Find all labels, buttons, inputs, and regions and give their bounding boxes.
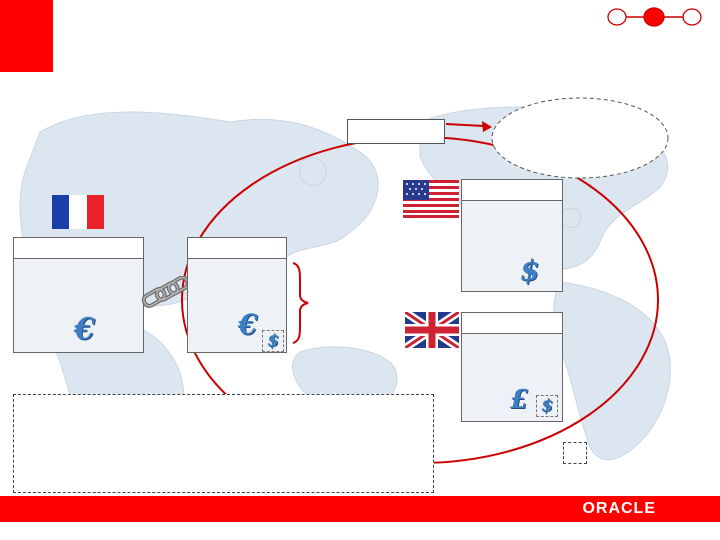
ledger-header [14, 238, 143, 259]
bracket-icon [292, 262, 309, 344]
usa-flag [403, 180, 459, 218]
ledger-uk: £ $ [461, 312, 563, 422]
ledger-usa: $ [461, 179, 563, 292]
dollar-icon: $ [262, 330, 284, 352]
ledger-linked: € $ [187, 237, 287, 353]
france-flag [52, 195, 104, 229]
ledger-france: € [13, 237, 144, 353]
pound-icon: £ [510, 385, 529, 415]
uk-flag [405, 312, 459, 348]
ledger-header [462, 313, 562, 334]
progress-dot-3[interactable] [682, 8, 702, 26]
brand-corner-block [0, 0, 53, 72]
flow-arrow-icon [445, 123, 485, 127]
dollar-icon: $ [520, 254, 540, 287]
progress-dot-2-active[interactable] [643, 7, 665, 27]
chain-link-icon [141, 276, 190, 308]
ledger-header [462, 180, 562, 201]
euro-icon: € [74, 312, 95, 347]
callout-ellipse [491, 97, 669, 179]
source-label-box [347, 119, 445, 144]
progress-dot-1[interactable] [607, 8, 627, 26]
placeholder-square [563, 442, 587, 464]
dollar-icon: $ [536, 395, 558, 417]
ledger-header [188, 238, 286, 259]
footer-bar [0, 496, 720, 522]
slide-progress-indicator [607, 7, 702, 27]
oracle-logo: ORACLE [582, 500, 656, 517]
euro-icon: € [238, 308, 258, 341]
notes-text-box [13, 394, 434, 493]
